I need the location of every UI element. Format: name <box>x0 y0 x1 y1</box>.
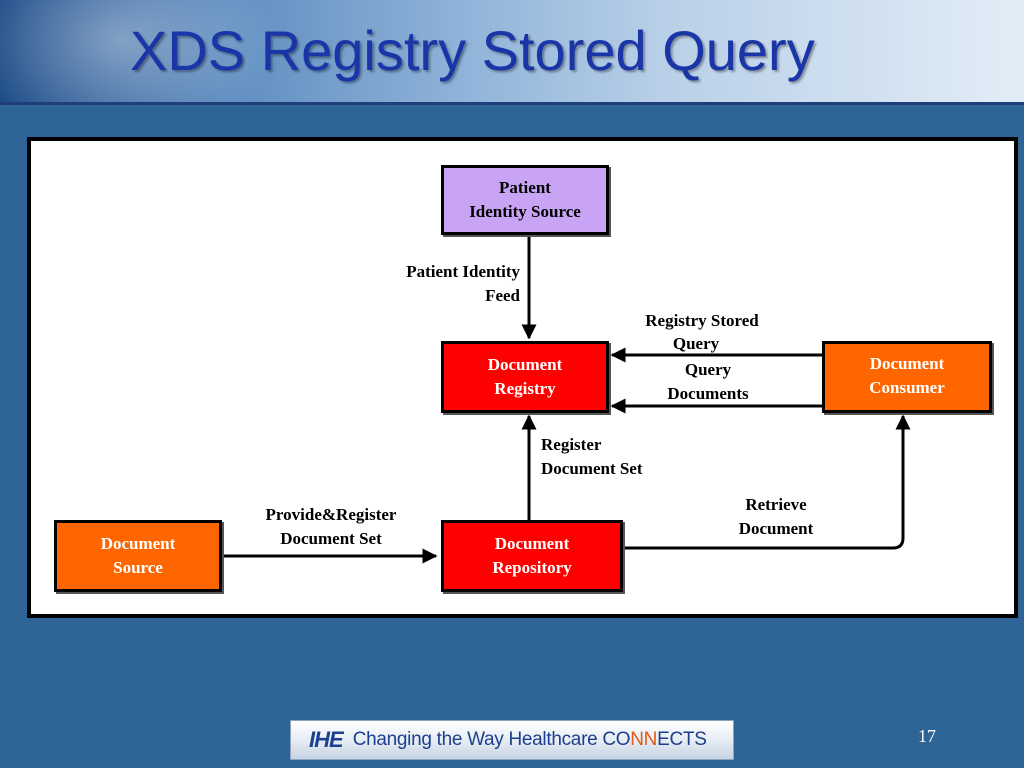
label-line2: Query <box>672 334 720 353</box>
tagline-co: CO <box>602 729 631 750</box>
actor-label-line2: Registry <box>494 379 556 398</box>
tagline-prefix: Changing the Way Healthcare <box>352 729 603 750</box>
actor-patient-identity-source: Patient Identity Source <box>441 165 609 235</box>
label-line1: Retrieve <box>745 495 807 514</box>
footer-banner: IHE Changing the Way Healthcare CONNECTS <box>290 720 734 760</box>
label-register-document-set: Register Document Set <box>541 433 643 481</box>
actor-label-line1: Document <box>100 534 176 553</box>
label-registry-stored-query: Registry Stored Query <box>622 309 782 355</box>
label-line1: Register <box>541 435 602 454</box>
label-line1: Patient Identity <box>406 262 520 281</box>
label-line2: Document Set <box>280 529 382 548</box>
actor-label-line2: Identity Source <box>469 202 581 221</box>
actor-label-line2: Consumer <box>869 378 945 397</box>
actor-label-line1: Document <box>869 354 945 373</box>
actor-document-registry: Document Registry <box>441 341 609 413</box>
label-retrieve-document: Retrieve Document <box>716 493 836 541</box>
label-line2: Feed <box>485 286 520 305</box>
actor-label-line1: Document <box>487 355 563 374</box>
label-line2: Document Set <box>541 459 643 478</box>
label-line2: Document <box>738 519 814 538</box>
label-line2: Documents <box>667 384 749 403</box>
label-line1: Provide&Register <box>265 505 397 524</box>
actor-label-line2: Source <box>113 558 163 577</box>
tagline-nn: NN <box>630 729 658 750</box>
slide-header: XDS Registry Stored Query <box>0 0 1024 105</box>
label-provide-register: Provide&Register Document Set <box>236 503 426 551</box>
footer-tagline: Changing the Way Healthcare CONNECTS <box>353 729 707 751</box>
actor-document-source: Document Source <box>54 520 222 592</box>
label-query-documents: Query Documents <box>638 358 778 406</box>
slide-title: XDS Registry Stored Query <box>130 19 815 82</box>
actor-document-consumer: Document Consumer <box>822 341 992 413</box>
ihe-logo: IHE <box>309 727 344 752</box>
header-glow <box>0 0 280 102</box>
actor-document-repository: Document Repository <box>441 520 623 592</box>
label-line1: Registry Stored <box>645 311 759 330</box>
tagline-ects: ECTS <box>657 729 707 750</box>
slide-number: 17 <box>918 726 936 746</box>
actor-label-line1: Document <box>494 534 570 553</box>
actor-label-line1: Patient <box>499 178 551 197</box>
actor-label-line2: Repository <box>492 558 572 577</box>
label-line1: Query <box>684 360 732 379</box>
label-patient-identity-feed: Patient Identity Feed <box>360 260 520 308</box>
